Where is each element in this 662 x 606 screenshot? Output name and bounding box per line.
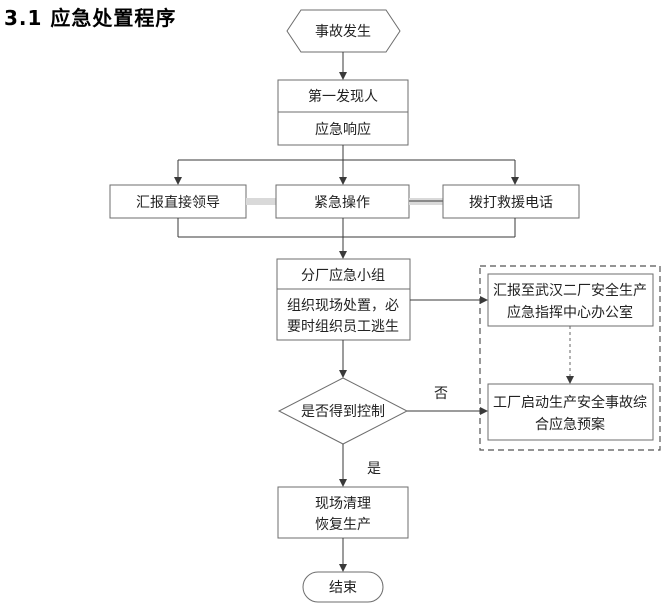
call-rescue-node: 拨打救援电话 [442, 184, 580, 219]
link-shade-left [246, 198, 276, 205]
first-finder-node: 第一发现人 [277, 79, 409, 113]
cleanup-label-line2: 恢复生产 [315, 516, 371, 533]
organize-label-line1: 组织现场处置，必 [287, 298, 399, 314]
start-plan-node: 工厂启动生产安全事故综 合应急预案 [487, 383, 654, 441]
report-center-label-line1: 汇报至武汉二厂安全生产 [493, 282, 647, 299]
report-center-node: 汇报至武汉二厂安全生产 应急指挥中心办公室 [487, 273, 654, 327]
first-finder-label: 第一发现人 [308, 88, 378, 105]
decision-node: 是否得到控制 [277, 377, 409, 445]
cleanup-label-line1: 现场清理 [315, 496, 371, 512]
edge-label-yes: 是 [367, 461, 381, 477]
organize-node: 组织现场处置，必 要时组织员工逃生 [276, 288, 411, 341]
report-leader-node: 汇报直接领导 [109, 184, 247, 219]
escalation-group-border [479, 265, 661, 451]
branch-group-label: 分厂应急小组 [301, 267, 385, 284]
decision-label: 是否得到控制 [301, 403, 385, 420]
call-rescue-label: 拨打救援电话 [469, 194, 553, 211]
start-plan-label-line2: 合应急预案 [535, 416, 605, 433]
cleanup-node: 现场清理 恢复生产 [277, 486, 409, 539]
end-node: 结束 [302, 571, 384, 603]
emergency-operation-node: 紧急操作 [275, 184, 410, 219]
start-plan-label-line1: 工厂启动生产安全事故综 [493, 394, 647, 411]
end-label: 结束 [329, 580, 357, 596]
emergency-response-label: 应急响应 [315, 121, 371, 138]
edge-label-no: 否 [434, 386, 448, 402]
report-leader-label: 汇报直接领导 [136, 194, 220, 211]
organize-label-line2: 要时组织员工逃生 [287, 319, 399, 335]
page-title: 3.1 应急处置程序 [4, 6, 177, 30]
report-center-label-line2: 应急指挥中心办公室 [507, 304, 633, 321]
branch-group-node: 分厂应急小组 [276, 258, 411, 290]
emergency-operation-label: 紧急操作 [314, 195, 370, 211]
emergency-response-node: 应急响应 [277, 111, 409, 146]
start-label: 事故发生 [315, 24, 371, 40]
start-node: 事故发生 [286, 9, 401, 53]
